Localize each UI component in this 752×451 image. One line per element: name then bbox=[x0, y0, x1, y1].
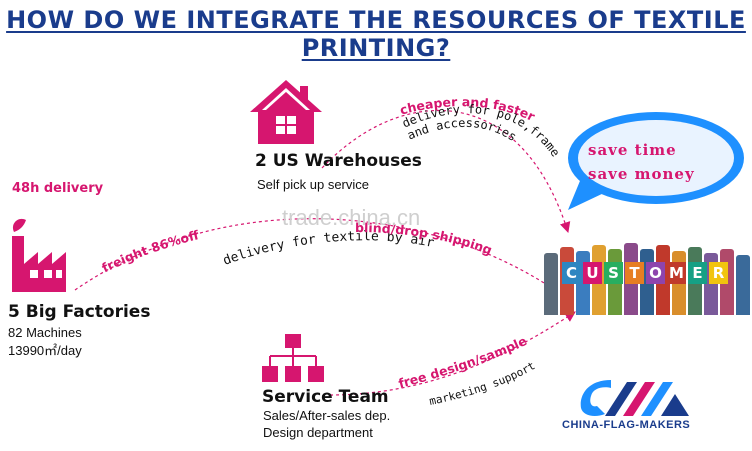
customer-letter: R bbox=[709, 262, 728, 284]
bubble-line1: save time bbox=[588, 141, 677, 159]
logo-text: CHINA-FLAG-MAKERS bbox=[562, 419, 691, 431]
customer-letter: T bbox=[625, 262, 644, 284]
customer-letter: O bbox=[646, 262, 665, 284]
house-icon bbox=[250, 80, 322, 144]
delivery-badge: 48h delivery bbox=[12, 181, 104, 196]
mid-curve-label: freight 86%off bbox=[99, 227, 201, 275]
customer-letter: U bbox=[583, 262, 602, 284]
factory-title: 5 Big Factories bbox=[8, 302, 151, 322]
factory-capacity: 13990㎡/day bbox=[8, 343, 82, 358]
factory-machines: 82 Machines bbox=[8, 325, 82, 340]
org-chart-icon bbox=[262, 334, 324, 382]
bubble-line2: save money bbox=[588, 165, 695, 183]
warehouse-title: 2 US Warehouses bbox=[255, 151, 422, 171]
factory-arrow bbox=[74, 218, 556, 291]
customer-letter: S bbox=[604, 262, 623, 284]
warehouse-arrow bbox=[321, 109, 571, 234]
watermark: trade.china.cn bbox=[282, 205, 421, 230]
customer-letter: C bbox=[562, 262, 581, 284]
service-title: Service Team bbox=[262, 387, 389, 407]
service-line1: Sales/After-sales dep. bbox=[263, 408, 391, 423]
customer-letter: M bbox=[667, 262, 686, 284]
logo-icon bbox=[580, 380, 689, 416]
service-line2: Design department bbox=[263, 425, 373, 440]
speech-bubble bbox=[568, 112, 744, 210]
customer-letter: E bbox=[688, 262, 707, 284]
bubble-text: save time save money bbox=[588, 138, 728, 186]
service-arrow bbox=[329, 311, 576, 396]
warehouse-subtitle: Self pick up service bbox=[257, 177, 369, 192]
customer-sign: C U S T O M E R bbox=[562, 262, 732, 284]
factory-icon bbox=[12, 218, 66, 292]
page-title: HOW DO WE INTEGRATE THE RESOURCES OF TEX… bbox=[6, 6, 746, 62]
